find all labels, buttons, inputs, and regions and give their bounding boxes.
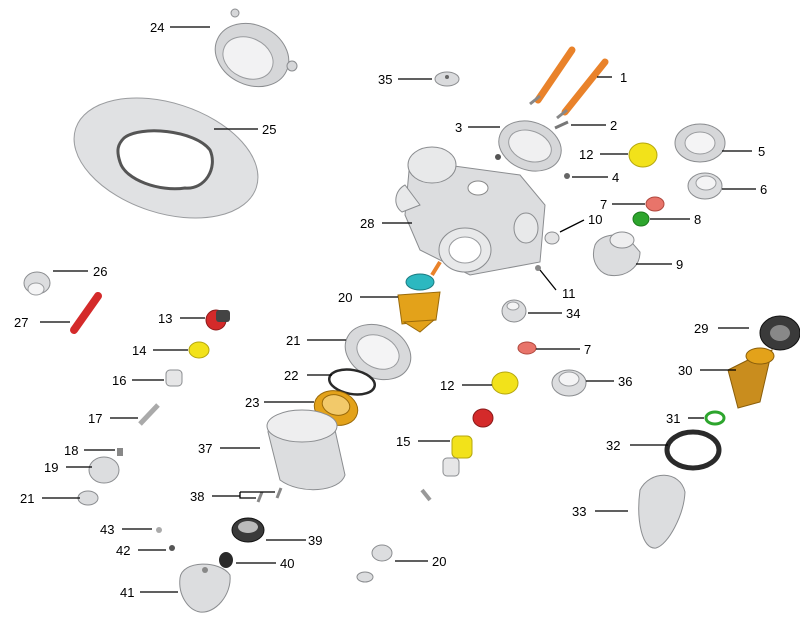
part-ball-45 — [156, 527, 162, 533]
part-ball — [564, 173, 570, 179]
callout-9: 9 — [676, 257, 683, 272]
callout-labels: 24 25 35 1 2 3 4 5 6 12 7 8 9 10 11 28 2… — [14, 20, 767, 600]
part-salmon-oring — [645, 196, 665, 212]
part-black-nut — [231, 517, 265, 543]
callout-41: 39 — [308, 533, 322, 548]
callout-2: 2 — [610, 118, 617, 133]
part-small-cylinder — [23, 271, 51, 296]
part-brass-sleeve — [727, 347, 775, 409]
part-black-gasket — [664, 429, 722, 471]
callout-1: 1 — [620, 70, 627, 85]
callout-38: 36 — [618, 374, 632, 389]
part-valve-body — [395, 146, 546, 276]
callout-6: 6 — [760, 182, 767, 197]
callout-5: 5 — [758, 144, 765, 159]
part-wall-plugs — [529, 46, 609, 120]
callout-8: 8 — [694, 212, 701, 227]
part-left-stem-assembly — [77, 309, 230, 506]
callout-35: 33 — [572, 504, 586, 519]
part-cartridge — [397, 260, 442, 333]
part-bracket-ring — [498, 120, 562, 172]
leader-lines — [40, 26, 756, 593]
callout-28: 26 — [93, 264, 107, 279]
callout-12a: 12 — [579, 147, 593, 162]
part-cap — [551, 369, 587, 397]
part-screws-pair — [256, 487, 283, 503]
callout-30: 28 — [360, 216, 374, 231]
part-handle-base — [179, 563, 231, 613]
callout-36: 34 — [566, 306, 580, 321]
part-salmon-oring-2 — [517, 341, 537, 355]
part-lever — [638, 474, 686, 549]
part-insert — [544, 231, 560, 245]
callout-20: 20 — [432, 554, 446, 569]
callout-37: 35 — [378, 72, 392, 87]
part-black-ring — [759, 315, 800, 351]
callout-13: 13 — [158, 311, 172, 326]
callout-21: 21 — [20, 491, 34, 506]
callout-34: 32 — [606, 438, 620, 453]
callout-31: 29 — [694, 321, 708, 336]
part-green-oring — [704, 410, 726, 426]
callout-42: 40 — [280, 556, 294, 571]
callout-26: 24 — [150, 20, 164, 35]
part-wall-bracket — [214, 8, 298, 88]
callout-12b: 12 — [440, 378, 454, 393]
callout-7a: 7 — [600, 197, 607, 212]
part-ring-large — [674, 123, 726, 163]
part-flange — [344, 323, 412, 381]
part-screw — [554, 120, 569, 130]
callout-19: 19 — [44, 460, 58, 475]
part-nut-small — [501, 299, 527, 323]
callout-22: 20 — [338, 290, 352, 305]
part-red-tube — [70, 292, 102, 334]
callout-11: 11 — [562, 286, 576, 301]
callout-15: 15 — [396, 434, 410, 449]
callout-33: 31 — [666, 411, 680, 426]
part-small-cap — [434, 71, 460, 87]
callout-16: 16 — [112, 373, 126, 388]
callout-27: 25 — [262, 122, 276, 137]
part-nut — [687, 172, 723, 200]
callout-29: 27 — [14, 315, 28, 330]
callout-24: 22 — [284, 368, 298, 383]
part-black-knob — [219, 552, 233, 568]
part-elbow — [593, 231, 641, 277]
callout-7b: 7 — [584, 342, 591, 357]
part-yellow-bushing-2 — [491, 371, 519, 395]
callout-39: 37 — [198, 441, 212, 456]
callout-18: 18 — [64, 443, 78, 458]
callout-23: 21 — [286, 333, 300, 348]
callout-43: 41 — [120, 585, 134, 600]
callout-3: 3 — [455, 120, 462, 135]
callout-32: 30 — [678, 363, 692, 378]
callout-4: 4 — [612, 170, 619, 185]
callout-45: 43 — [100, 522, 114, 537]
part-ball-44 — [169, 545, 175, 551]
callout-40: 38 — [190, 489, 204, 504]
part-small-ball — [535, 265, 541, 271]
part-stem-assembly — [356, 408, 494, 583]
callout-10: 10 — [588, 212, 602, 227]
callout-17: 17 — [88, 411, 102, 426]
part-yellow-bushing — [628, 142, 658, 168]
part-oring-black — [328, 368, 376, 396]
part-cover-plate — [73, 97, 259, 219]
callout-14: 14 — [132, 343, 146, 358]
callout-44: 42 — [116, 543, 130, 558]
part-shroud — [266, 409, 346, 491]
callout-25: 23 — [245, 395, 259, 410]
part-green-seal — [632, 211, 650, 227]
